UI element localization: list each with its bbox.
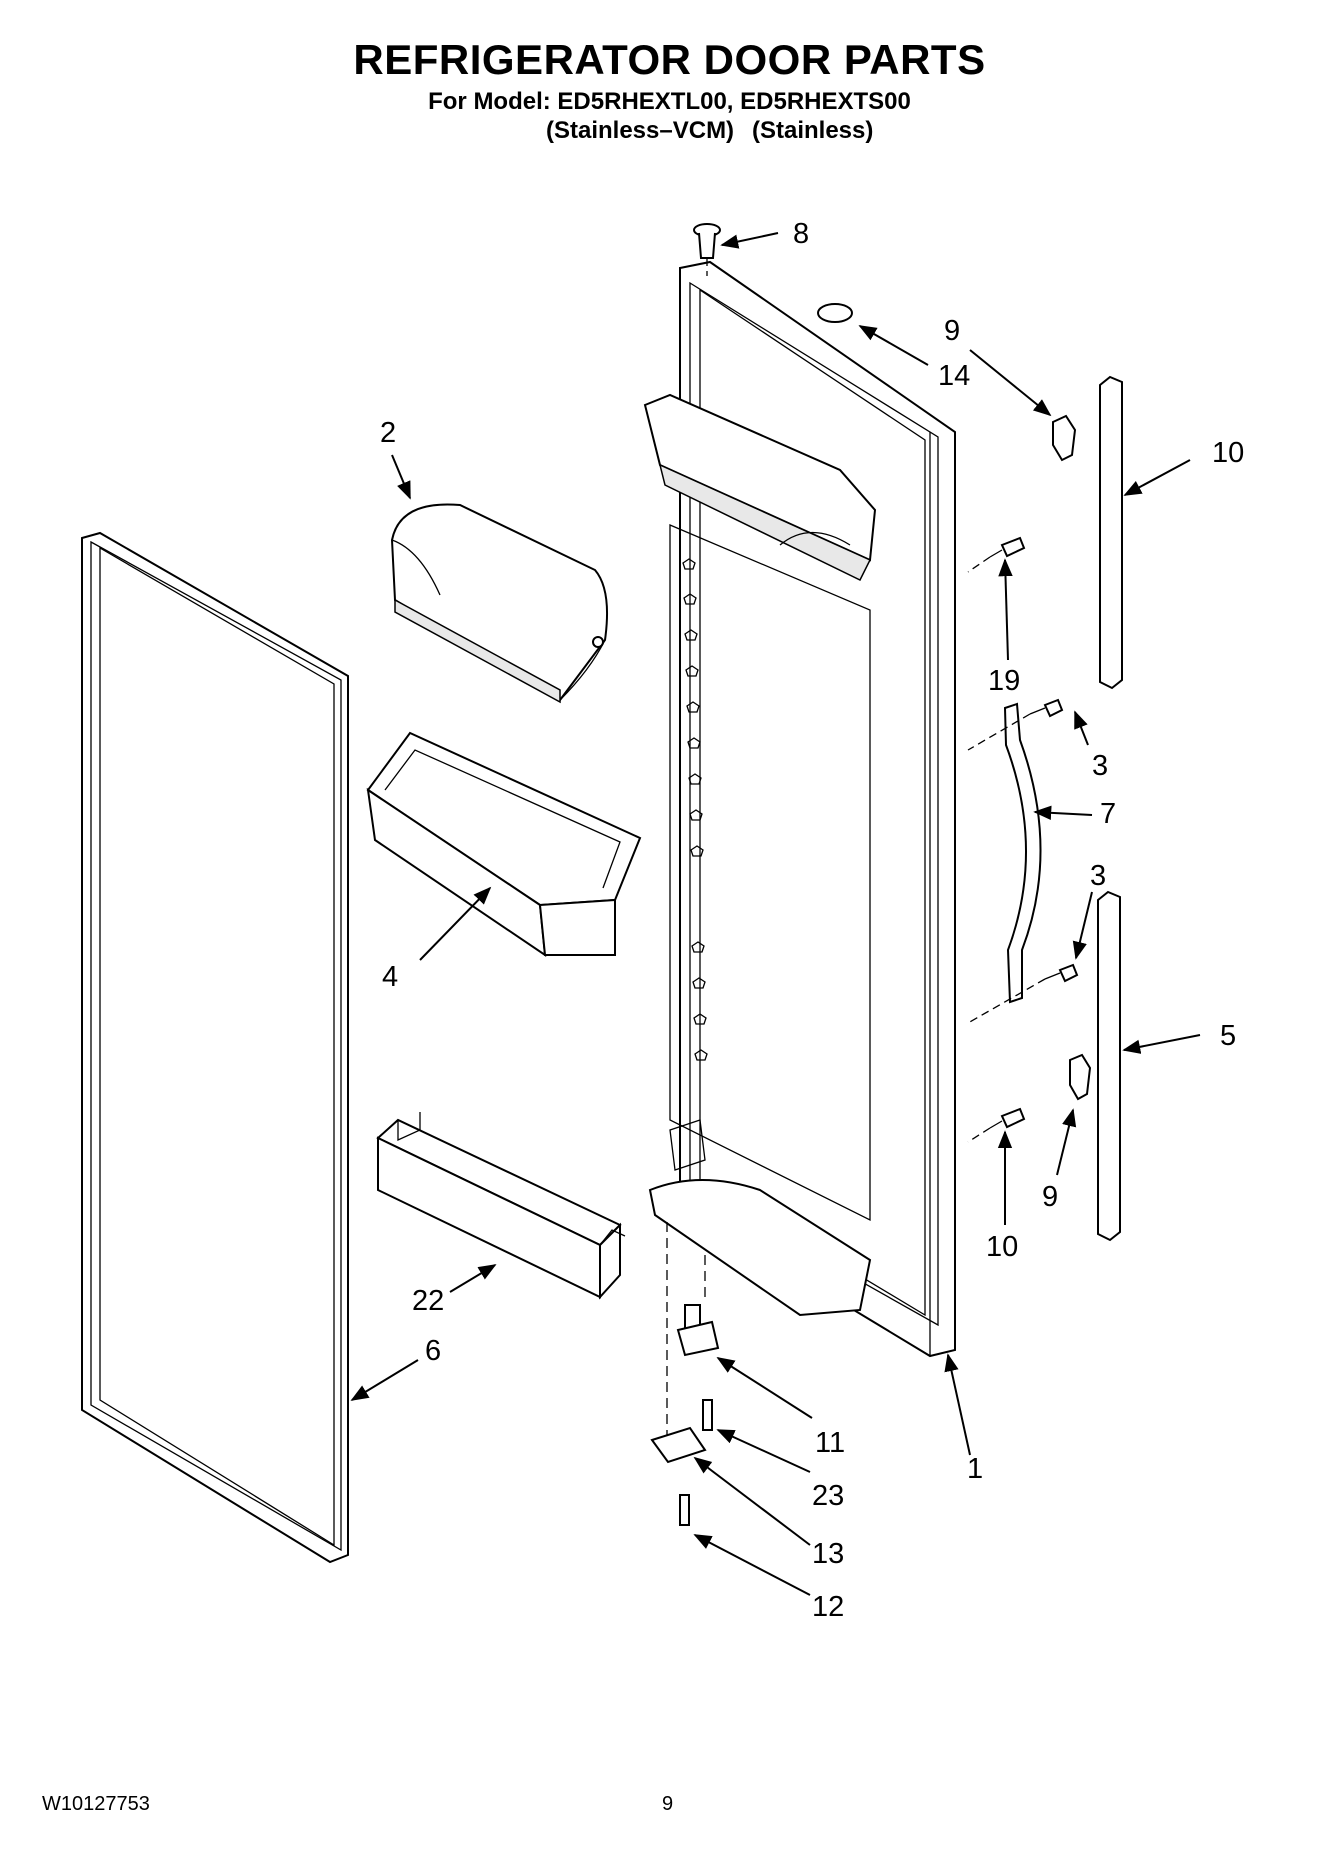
callout-2: 2 [380,417,396,449]
model-variant-1: (Stainless–VCM) [546,117,735,144]
document-number: W10127753 [42,1793,150,1815]
callout-3-lower: 3 [1090,860,1106,892]
page-title: REFRIGERATOR DOOR PARTS [353,36,986,83]
callout-1: 1 [967,1453,983,1485]
model-line: For Model: ED5RHEXTL00, ED5RHEXTS00 [428,88,911,115]
handle-screw-upper [1029,698,1064,718]
callout-14: 14 [938,360,970,392]
dairy-bin-cover [390,503,608,704]
callout-4: 4 [382,961,398,993]
trim-clip-upper [1052,414,1077,462]
callout-11: 11 [815,1427,845,1459]
callout-22: 22 [412,1285,444,1317]
door-shelf-bar [376,1112,626,1300]
o-ring [817,303,853,323]
door-screw-upper [989,536,1026,558]
alignment-lines [666,258,1046,1450]
door-bin [366,731,642,958]
callout-13: 13 [812,1538,844,1570]
page-number: 9 [662,1793,674,1815]
callout-6: 6 [425,1335,441,1367]
hinge [650,1426,707,1464]
door-trim-upper [1099,375,1123,690]
handle-screw-lower [1044,963,1079,983]
refrigerator-door [643,260,956,1358]
hinge-screw [702,1399,713,1431]
callout-12: 12 [812,1591,844,1623]
plug-button [693,223,721,259]
hinge-pin [676,1304,720,1357]
callout-19: 19 [988,665,1020,697]
callout-arrows [350,232,1201,1596]
door-screw-lower [989,1107,1026,1129]
callout-9-lower: 9 [1042,1181,1058,1213]
callout-10-lower: 10 [986,1231,1018,1263]
callout-7: 7 [1100,798,1116,830]
callout-9-upper: 9 [944,315,960,347]
door-gasket [81,531,349,1564]
hinge-mount-screw [679,1494,690,1526]
door-handle [1003,702,1042,1004]
door-trim-lower [1097,890,1121,1242]
callout-3-upper: 3 [1092,750,1108,782]
callout-8: 8 [793,218,809,250]
trim-clip-lower [1069,1053,1092,1101]
callout-23: 23 [812,1480,844,1512]
model-variant-2: (Stainless) [752,117,874,144]
door-dimples [682,558,708,1061]
callout-10-upper: 10 [1212,437,1244,469]
callout-5: 5 [1220,1020,1236,1052]
